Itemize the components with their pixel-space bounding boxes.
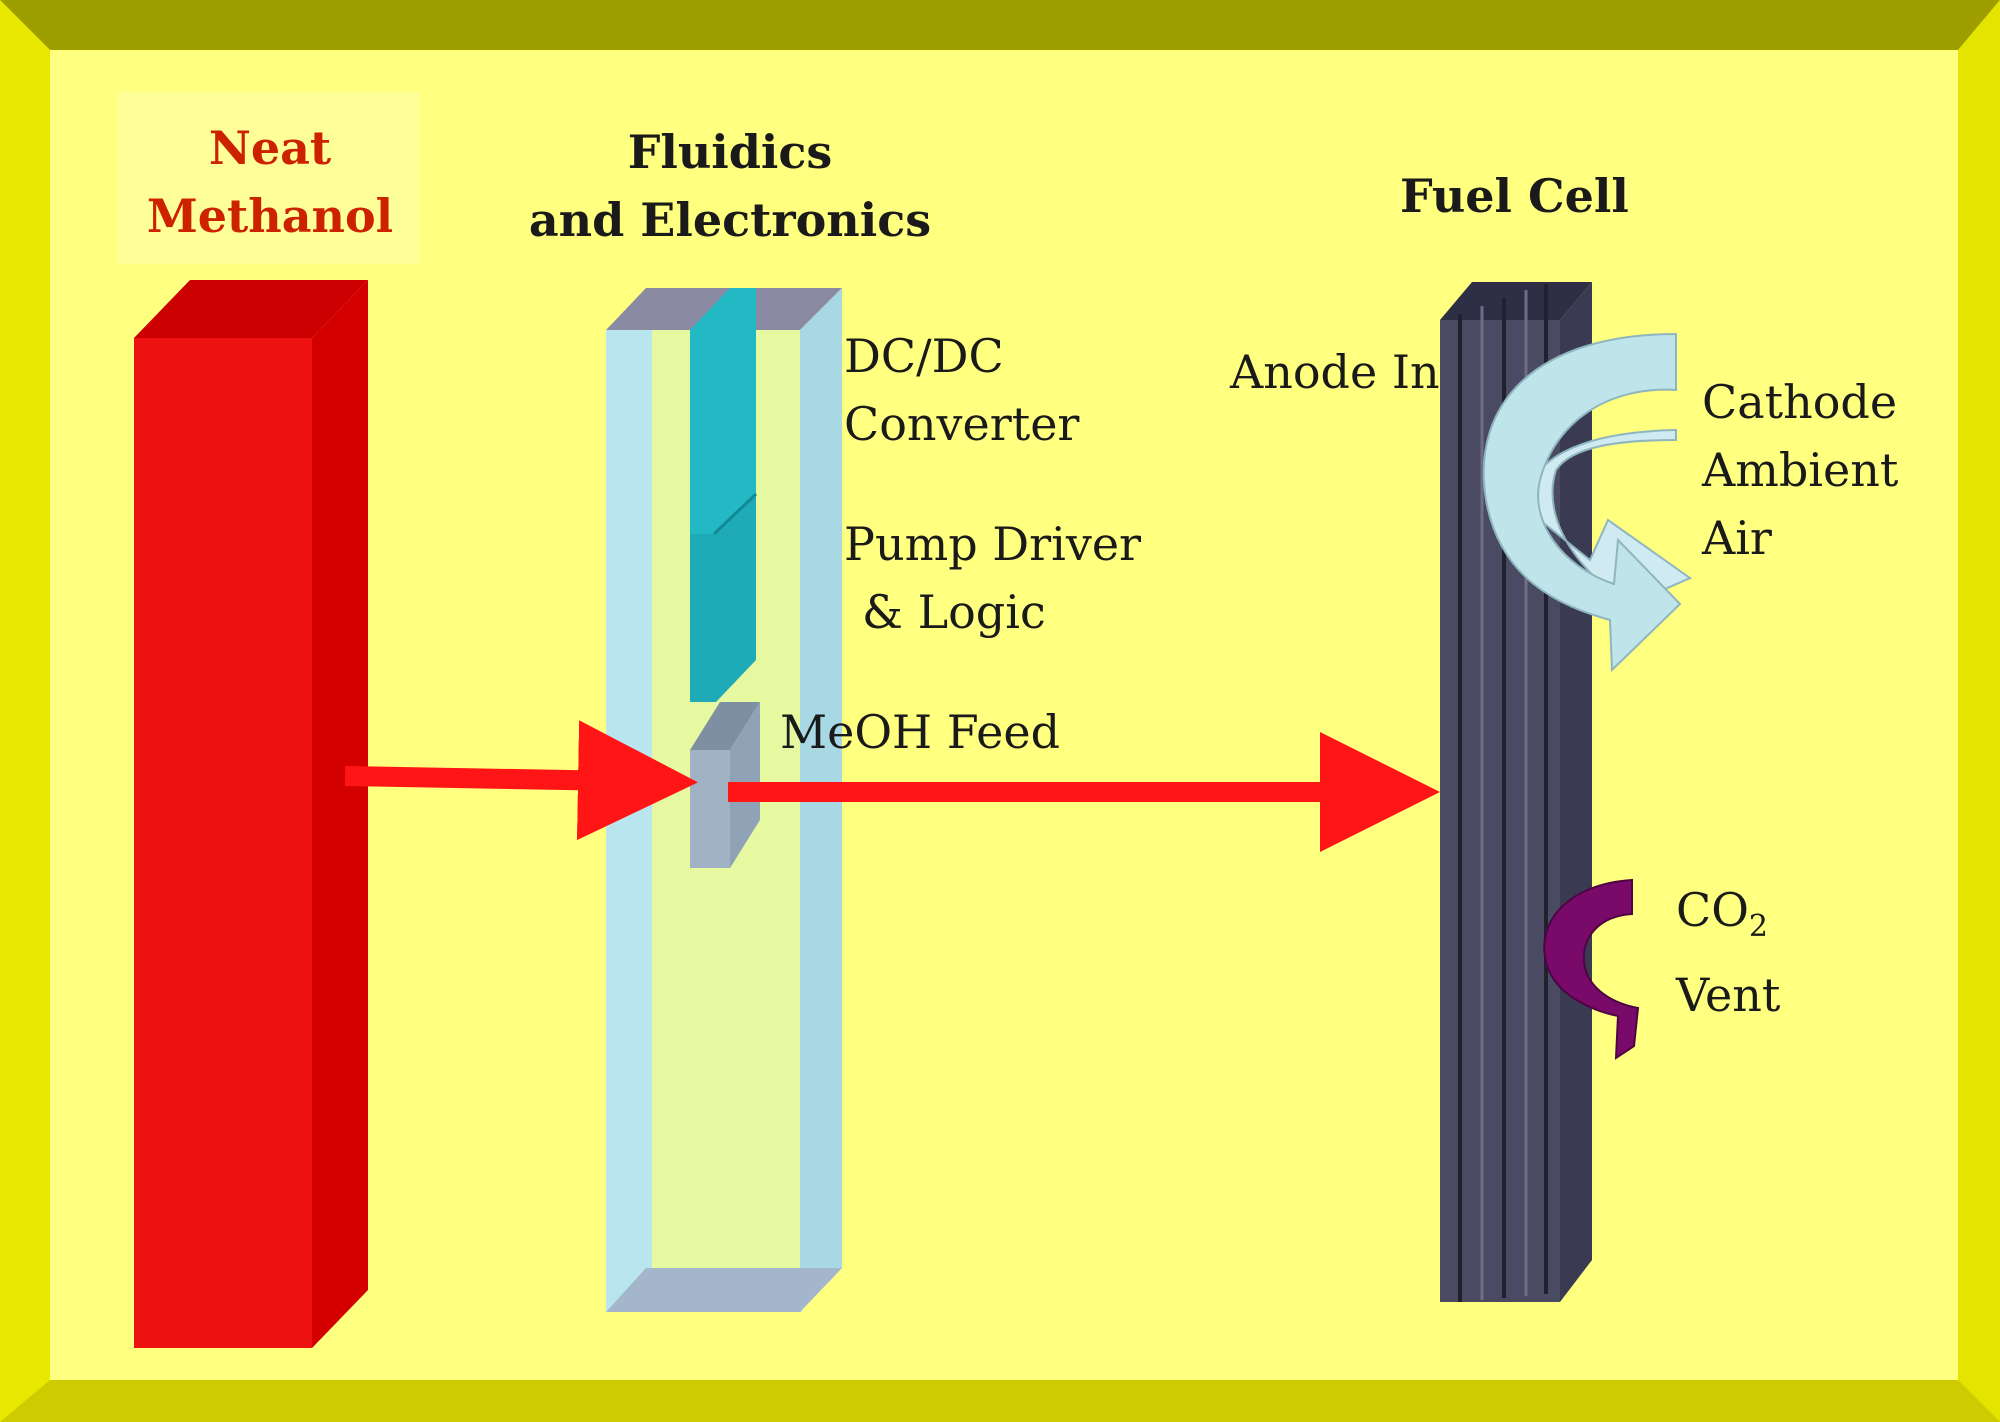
- dcdc-converter-label: DC/DC Converter: [844, 322, 1079, 458]
- tank-front-face: [134, 338, 312, 1348]
- frame-left-bevel: [0, 0, 50, 1422]
- dcdc-converter-chip: [690, 288, 756, 534]
- air-flow-outer-band: [1482, 332, 1682, 673]
- frame-bottom-bevel: [0, 1380, 2000, 1422]
- co2-line: CO2: [1676, 876, 1780, 961]
- pump-driver-chip: [690, 494, 756, 702]
- co2-vent-label: CO2 Vent: [1676, 876, 1780, 1029]
- tank-side-face: [312, 280, 368, 1348]
- chip-divider: [712, 492, 758, 536]
- fluidics-title: Fluidics and Electronics: [500, 118, 960, 254]
- pump-driver-line-1: Pump Driver: [844, 517, 1142, 571]
- fluidics-line-2: and Electronics: [528, 193, 932, 247]
- stack-top-face: [1440, 282, 1592, 320]
- cathode-air-arrow: [1482, 332, 1693, 673]
- methanol-tank: [134, 280, 368, 1348]
- pump-top-face: [690, 702, 760, 750]
- anode-in-label: Anode In: [1230, 345, 1440, 399]
- neat-methanol-title: Neat Methanol: [120, 114, 420, 250]
- co2-vent-arrow: [1543, 878, 1640, 1060]
- cathode-line-1: Cathode: [1702, 375, 1898, 429]
- meoh-feed-pump: [690, 702, 760, 868]
- methanol-label-backdrop: [118, 92, 420, 264]
- frame-right-bevel: [1958, 0, 2000, 1422]
- neat-methanol-line-2: Methanol: [146, 189, 394, 243]
- pump-driver-label: Pump Driver & Logic: [844, 510, 1141, 646]
- co2-subscript: 2: [1748, 909, 1769, 945]
- neat-methanol-line-1: Neat: [208, 121, 332, 175]
- pump-front-face: [690, 750, 730, 868]
- frame-top-bevel: [0, 0, 2000, 50]
- co2-text: CO: [1676, 883, 1749, 937]
- cathode-air-label: Cathode Ambient Air: [1702, 368, 1898, 572]
- tank-top-face: [134, 280, 368, 338]
- vent-line: Vent: [1676, 968, 1781, 1023]
- fuel-cell-title: Fuel Cell: [1400, 169, 1629, 223]
- meoh-feed-label: MeOH Feed: [780, 705, 1061, 759]
- cathode-line-3: Air: [1702, 511, 1772, 565]
- control-electronics: [690, 288, 758, 702]
- panel-bottom-face: [606, 1268, 842, 1312]
- fluidics-line-1: Fluidics: [627, 125, 833, 179]
- dcdc-line-2: Converter: [844, 397, 1080, 451]
- stack-side-face: [1560, 282, 1592, 1302]
- pump-driver-line-2: & Logic: [862, 585, 1046, 639]
- dcdc-line-1: DC/DC: [844, 329, 1004, 383]
- cathode-line-2: Ambient: [1702, 443, 1899, 497]
- tank-to-pump-arrow: [344, 720, 698, 841]
